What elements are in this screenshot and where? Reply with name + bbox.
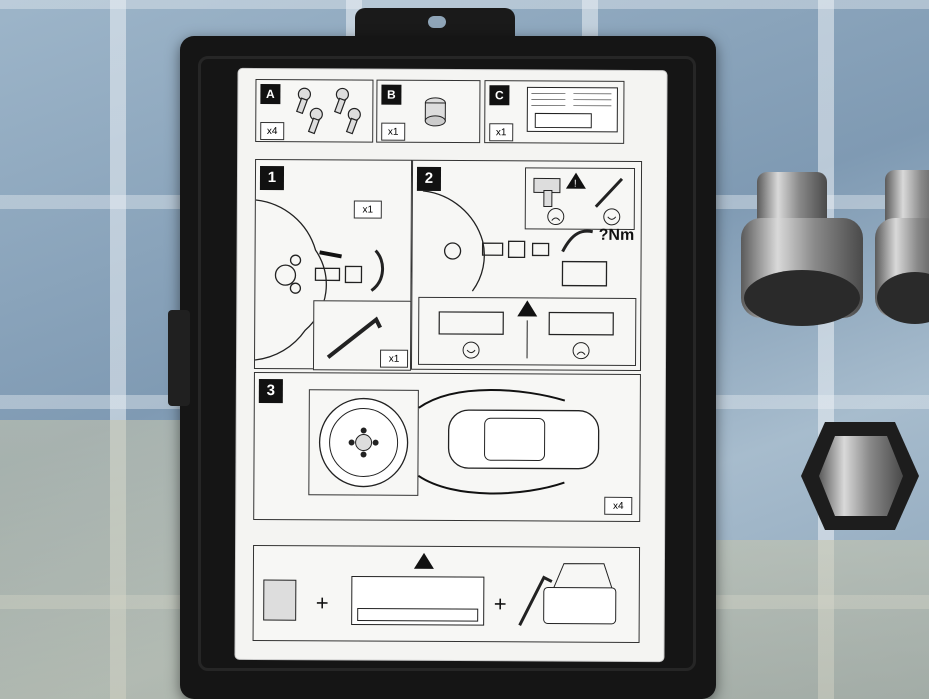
part-a-panel: A x4 xyxy=(255,78,374,143)
case-clip xyxy=(168,310,190,406)
no-impact-wrench-panel: ! xyxy=(524,167,636,230)
wheel-lock-fit-icon: ?Nm xyxy=(422,190,635,292)
case-hanger-hole xyxy=(428,16,446,28)
locking-wheel-nut xyxy=(741,170,929,326)
part-b-letter: B xyxy=(381,84,402,105)
svg-text:+: + xyxy=(494,591,507,616)
part-c-letter: C xyxy=(489,85,510,106)
part-b-quantity: x1 xyxy=(381,122,406,141)
part-a-letter: A xyxy=(260,83,281,105)
step-1-wrench-panel: x1 xyxy=(312,300,412,371)
key-socket-icon xyxy=(424,97,446,127)
storage-reminder-panel: + + xyxy=(252,544,641,643)
locking-bolts-icon xyxy=(295,87,361,135)
code-card-icon xyxy=(526,86,618,133)
part-b-panel: B x1 xyxy=(376,79,481,144)
step-3-panel: 3 x4 xyxy=(253,371,641,522)
step-2-alignment-panel xyxy=(418,296,637,366)
step-3-number: 3 xyxy=(258,378,283,404)
socket-alignment-icon xyxy=(438,300,614,360)
step-1-number: 1 xyxy=(259,165,285,191)
store-key-in-car-icon: + + xyxy=(263,552,617,627)
wheel-nut-cap xyxy=(801,422,919,530)
impact-wrench-warning-icon: ! xyxy=(533,172,624,226)
step-2-number: 2 xyxy=(416,166,442,191)
torque-label: ?Nm xyxy=(599,227,635,244)
wheel-wrench-icon xyxy=(326,316,382,359)
part-a-quantity: x4 xyxy=(260,121,285,141)
svg-text:+: + xyxy=(316,590,329,615)
step-3-quantity: x4 xyxy=(604,496,633,515)
svg-text:!: ! xyxy=(574,179,577,190)
step-1-panel: 1 x1 x1 xyxy=(253,158,413,371)
wheel-bolt-removal-icon xyxy=(254,199,384,361)
car-top-view-icon xyxy=(417,389,600,495)
alloy-wheel-icon xyxy=(318,397,409,488)
part-c-panel: C x1 xyxy=(484,80,625,144)
part-c-quantity: x1 xyxy=(489,123,514,142)
tablecloth-beige-patch-right xyxy=(700,540,929,699)
case-inner-frame xyxy=(198,56,696,671)
step-1-quantity-bottom: x1 xyxy=(379,349,409,368)
step-2-panel: 2 ! ?Nm xyxy=(410,159,643,371)
step-3-wheel-panel xyxy=(308,389,419,496)
instruction-card: A x4 B x1 C xyxy=(235,68,667,662)
